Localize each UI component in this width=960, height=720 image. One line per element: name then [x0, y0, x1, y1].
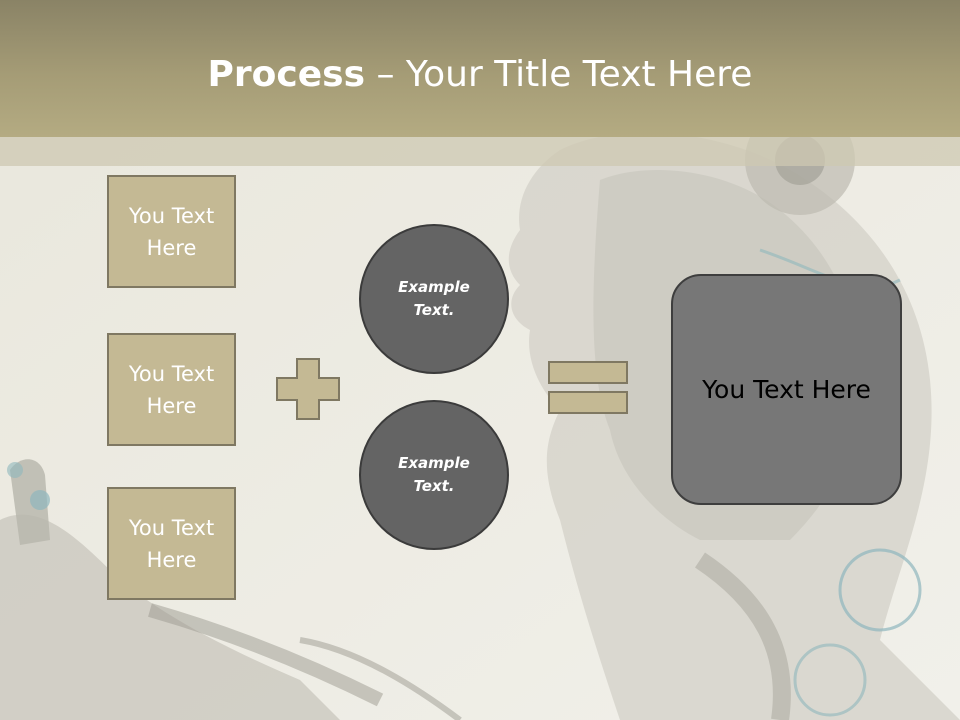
title-band: [0, 0, 960, 137]
example-circle-2: Example Text.: [359, 400, 509, 550]
input-box-3: You Text Here: [107, 487, 236, 600]
input-box-1: You Text Here: [107, 175, 236, 288]
title-band-strip: [0, 137, 960, 166]
equals-sign-icon: [548, 361, 628, 414]
result-box: You Text Here: [671, 274, 902, 505]
example-circle-1: Example Text.: [359, 224, 509, 374]
plus-sign-icon: [276, 358, 340, 420]
slide-title-bold: Process: [207, 54, 366, 95]
slide-title: Process – Your Title Text Here: [0, 52, 960, 98]
slide-title-rest: – Your Title Text Here: [365, 54, 753, 95]
input-box-2: You Text Here: [107, 333, 236, 446]
